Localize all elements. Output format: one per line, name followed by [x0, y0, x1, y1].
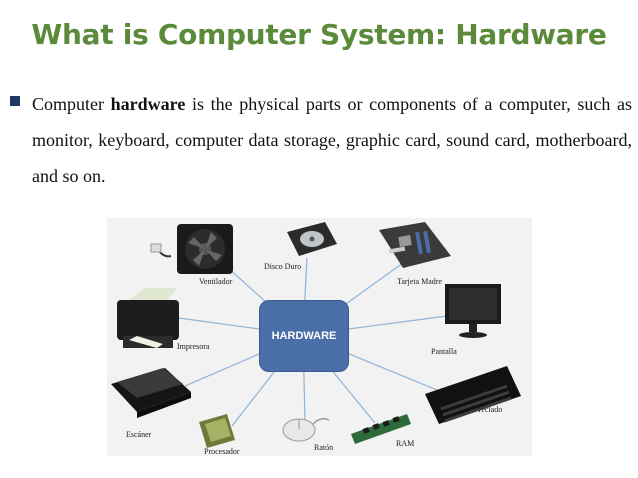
- bullet-prefix: Computer: [32, 94, 111, 114]
- bullet-square-icon: [10, 96, 20, 106]
- label-pantalla: Pantalla: [431, 347, 457, 356]
- fan-icon: [150, 224, 233, 274]
- slide-title: What is Computer System: Hardware: [31, 18, 607, 51]
- mouse-icon: [282, 418, 330, 442]
- ram-icon: [351, 414, 411, 444]
- diagram-graphics: [111, 222, 521, 448]
- label-ram: RAM: [396, 439, 415, 448]
- keyboard-icon: [425, 366, 521, 424]
- label-ventilador: Ventilador: [199, 277, 233, 286]
- motherboard-icon: [379, 222, 451, 268]
- scanner-icon: [111, 368, 191, 418]
- bullet-bold-term: hardware: [110, 94, 186, 114]
- hardware-diagram: HARDWARE Ventilador Disco Duro Tarjeta M…: [107, 218, 532, 456]
- printer-icon: [117, 288, 179, 348]
- label-escaner: Escáner: [126, 430, 152, 439]
- hardware-hub: HARDWARE: [259, 300, 349, 372]
- bullet-point: Computer hardware is the physical parts …: [10, 86, 632, 194]
- label-teclado: Teclado: [477, 405, 503, 414]
- label-raton: Ratón: [314, 443, 334, 452]
- processor-icon: [199, 414, 235, 448]
- label-procesador: Procesador: [204, 447, 240, 456]
- bullet-rest: is the physical parts or components of a…: [32, 94, 632, 186]
- bullet-text: Computer hardware is the physical parts …: [32, 86, 632, 194]
- monitor-icon: [445, 284, 501, 338]
- label-disco-duro: Disco Duro: [264, 262, 302, 271]
- label-impresora: Impresora: [177, 342, 210, 351]
- hard-disk-icon: [287, 222, 337, 256]
- label-tarjeta-madre: Tarjeta Madre: [397, 277, 442, 286]
